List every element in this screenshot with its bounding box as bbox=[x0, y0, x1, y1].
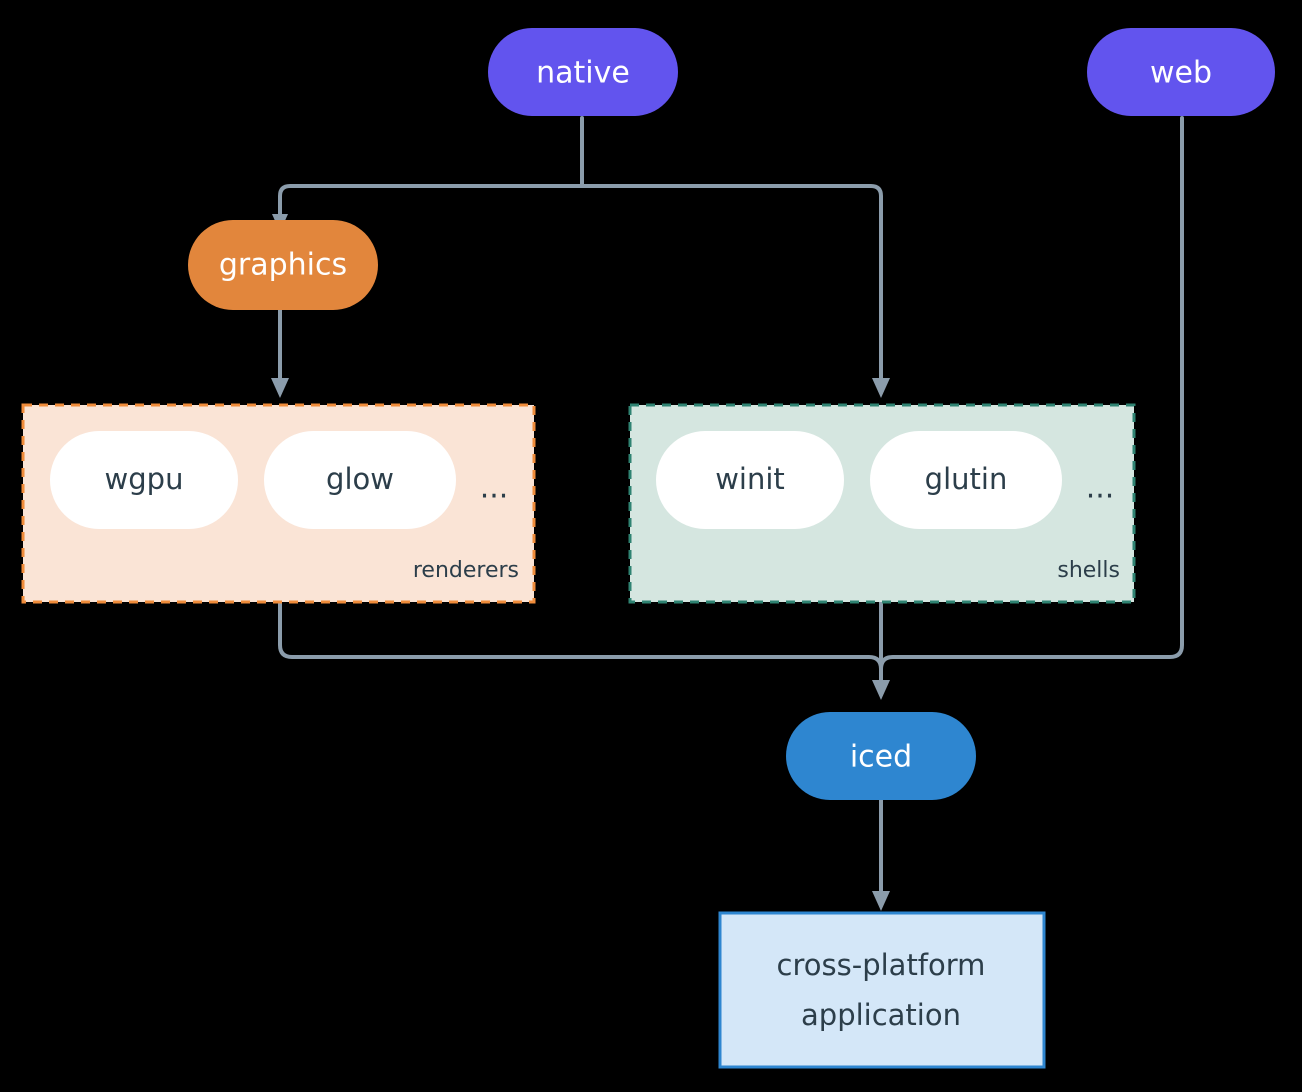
node-native-label: native bbox=[536, 56, 630, 91]
edge-native-to-shells bbox=[580, 184, 883, 384]
arrowhead-application bbox=[872, 891, 890, 911]
edge-layer bbox=[271, 116, 1184, 911]
arrowhead-shells bbox=[872, 378, 890, 398]
node-application-box bbox=[718, 911, 1046, 1069]
leaf-glutin[interactable]: glutin bbox=[870, 431, 1062, 529]
renderers-overflow-ellipsis: ... bbox=[480, 471, 509, 506]
leaf-wgpu-label: wgpu bbox=[105, 462, 184, 496]
node-iced[interactable]: iced bbox=[786, 712, 976, 800]
leaf-wgpu-shape bbox=[50, 431, 238, 529]
leaf-glutin-shape bbox=[870, 431, 1062, 529]
node-graphics-label: graphics bbox=[219, 248, 347, 283]
group-renderers-label: renderers bbox=[413, 558, 519, 583]
node-iced-shape bbox=[786, 712, 976, 800]
leaf-glutin-label: glutin bbox=[925, 462, 1008, 496]
leaf-winit[interactable]: winit bbox=[656, 431, 844, 529]
leaf-glow[interactable]: glow bbox=[264, 431, 456, 529]
node-web-shape bbox=[1087, 28, 1275, 116]
node-iced-label: iced bbox=[850, 740, 912, 775]
group-shells-label: shells bbox=[1057, 558, 1120, 583]
leaf-winit-shape bbox=[656, 431, 844, 529]
leaf-glow-shape bbox=[264, 431, 456, 529]
shells-overflow-ellipsis: ... bbox=[1086, 471, 1115, 506]
group-renderers[interactable]: wgpu glow ... renderers bbox=[21, 403, 536, 604]
node-application-label-line1: cross-platform bbox=[777, 948, 986, 982]
arrowhead-renderers bbox=[271, 378, 289, 398]
node-application[interactable]: cross-platform application bbox=[718, 911, 1046, 1069]
group-shells[interactable]: winit glutin ... shells bbox=[628, 403, 1136, 604]
edge-web-to-iced bbox=[879, 116, 1184, 684]
node-web[interactable]: web bbox=[1087, 28, 1275, 116]
node-graphics-shape bbox=[188, 220, 378, 310]
node-web-label: web bbox=[1150, 56, 1212, 91]
node-native-shape bbox=[488, 28, 678, 116]
leaf-glow-label: glow bbox=[326, 462, 394, 496]
arrowhead-iced bbox=[872, 680, 890, 700]
leaf-winit-label: winit bbox=[715, 462, 785, 496]
node-graphics[interactable]: graphics bbox=[188, 220, 378, 310]
node-native[interactable]: native bbox=[488, 28, 678, 116]
node-application-label-line2: application bbox=[801, 998, 961, 1032]
edge-native-to-graphics bbox=[278, 184, 584, 220]
edge-renderers-to-iced bbox=[278, 600, 883, 684]
leaf-wgpu[interactable]: wgpu bbox=[50, 431, 238, 529]
